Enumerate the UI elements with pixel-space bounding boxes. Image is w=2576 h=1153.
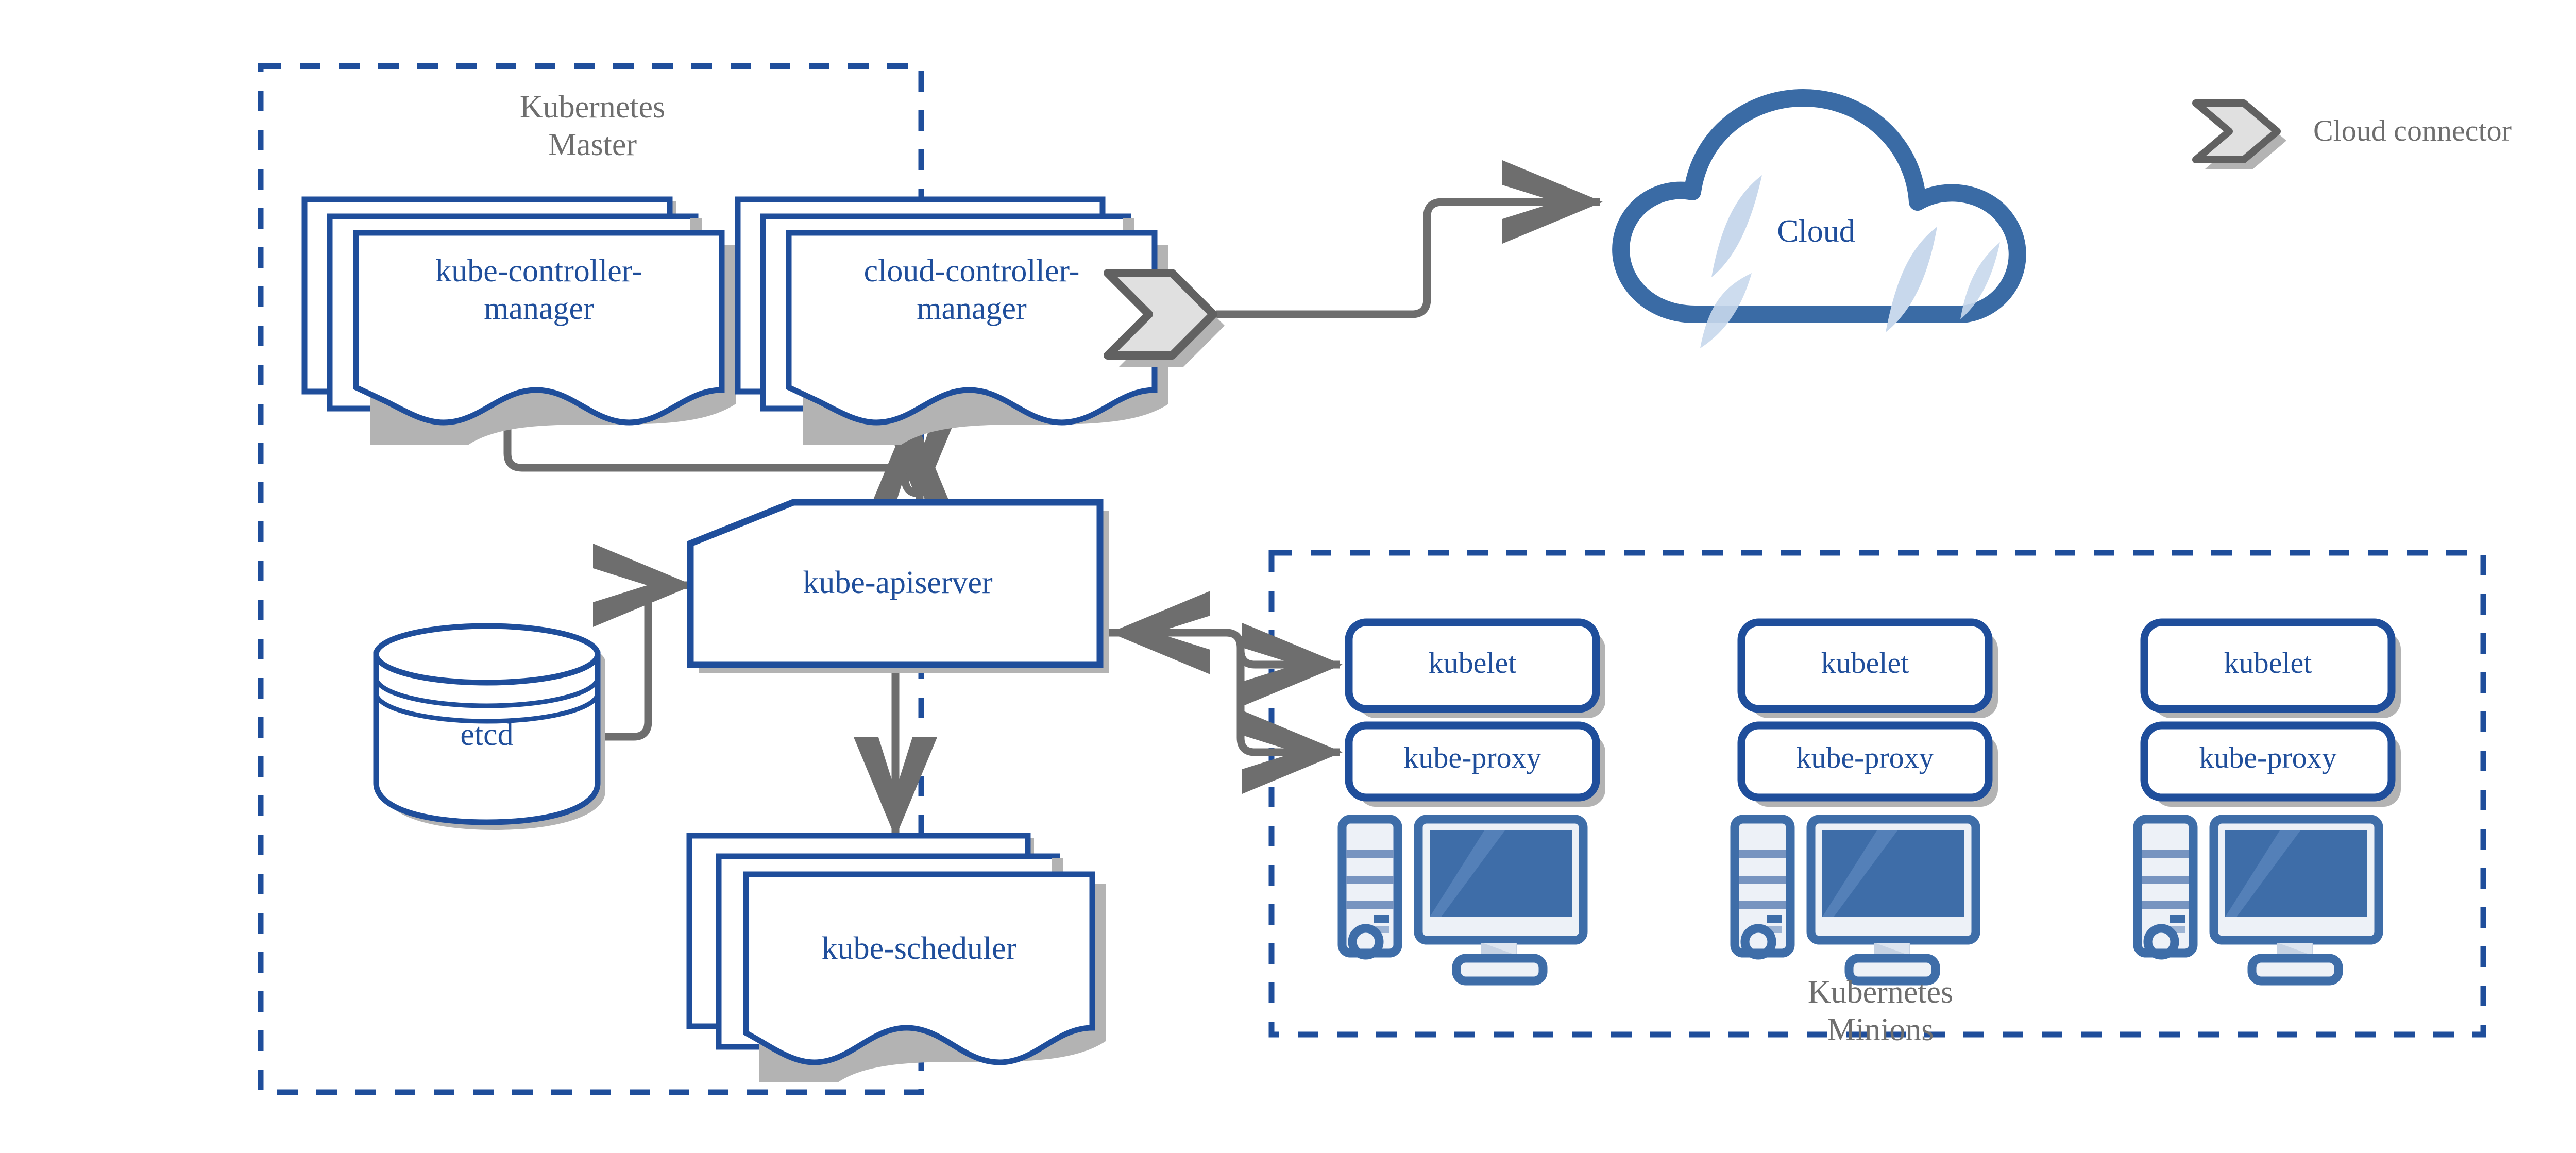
minion-node-1 (1337, 618, 1605, 986)
kubernetes-minions-boundary-label: Kubernetes Minions (1807, 975, 1954, 1048)
connector-branch-down-to-apiserver (878, 404, 961, 505)
kubelet-box-2[interactable] (1737, 618, 1993, 713)
kubelet-label-2: kubelet (1821, 646, 1909, 680)
kube-proxy-label-2: kube-proxy (1796, 741, 1934, 774)
node-kube-apiserver[interactable] (687, 499, 1109, 673)
connector-apiserver-to-kubelet (1100, 623, 1343, 706)
kubelet-box-3[interactable] (2140, 618, 2396, 713)
cloud-connector-legend-label: Cloud connector (2313, 114, 2512, 147)
minion-node-3 (2133, 618, 2401, 986)
computer-icon-2 (1730, 815, 1980, 986)
node-kube-controller-manager[interactable] (301, 196, 736, 445)
kubelet-label-3: kubelet (2224, 646, 2312, 680)
node-cloud[interactable] (1612, 89, 2026, 348)
kube-apiserver-label: kube-apiserver (803, 565, 993, 600)
minion-node-2 (1730, 618, 1998, 986)
kubelet-label-1: kubelet (1428, 646, 1517, 680)
etcd-label: etcd (460, 717, 514, 752)
kubelet-box-1[interactable] (1345, 618, 1600, 713)
kubernetes-master-boundary (258, 63, 924, 1095)
computer-icon-1 (1337, 815, 1588, 986)
kube-proxy-label-1: kube-proxy (1403, 741, 1541, 774)
kube-proxy-box-1[interactable] (1345, 721, 1600, 802)
kube-proxy-box-2[interactable] (1737, 721, 1993, 802)
cloud-connector-icon-ccm (1104, 269, 1225, 367)
connector-apiserver-to-kubeproxy (1236, 650, 1343, 794)
node-cloud-controller-manager[interactable] (735, 196, 1168, 445)
kube-proxy-label-3: kube-proxy (2199, 741, 2337, 774)
cloud-label: Cloud (1777, 214, 1855, 249)
computer-icon-3 (2133, 815, 2383, 986)
cloud-controller-manager-label: cloud-controller- manager (863, 253, 1080, 327)
kube-proxy-box-3[interactable] (2140, 721, 2396, 802)
connector-etcd-apiserver (506, 544, 693, 778)
cloud-connector-icon-legend (2192, 99, 2286, 169)
kube-controller-manager-label: kube-controller- manager (435, 253, 642, 327)
kube-scheduler-label: kube-scheduler (821, 931, 1017, 966)
node-kube-scheduler[interactable] (686, 833, 1106, 1082)
node-etcd[interactable] (373, 623, 605, 830)
kubernetes-master-boundary-label: Kubernetes Master (519, 90, 666, 163)
connector-layer (466, 160, 1603, 838)
connector-ccm-to-cloud (1216, 160, 1603, 318)
